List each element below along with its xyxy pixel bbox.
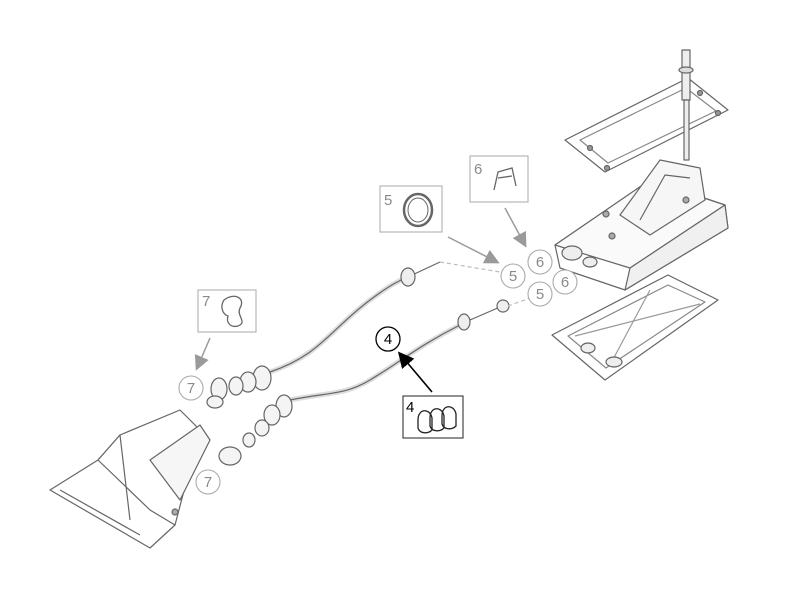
inset-box-4: 4 <box>402 395 464 439</box>
callout-label: 5 <box>536 286 544 303</box>
shifter-housing <box>554 159 729 291</box>
upper-cable-fitting <box>206 365 272 409</box>
arrow-5 <box>447 236 500 264</box>
callout-6-upper: 6 <box>527 249 553 275</box>
top-gasket-plate <box>564 77 729 173</box>
callout-4: 4 <box>375 326 401 352</box>
callout-label: 5 <box>509 268 517 285</box>
shift-lever <box>678 49 694 161</box>
callout-7-upper: 7 <box>178 375 204 401</box>
inset-box-7: 7 <box>197 289 257 333</box>
callout-label: 4 <box>406 399 414 416</box>
callout-label: 7 <box>204 474 212 491</box>
callout-label: 6 <box>474 161 482 178</box>
arrow-4 <box>397 351 433 393</box>
shifter-assembly <box>551 49 729 381</box>
callout-label: 4 <box>384 331 392 348</box>
callout-label: 5 <box>384 192 392 209</box>
bottom-gasket-plate <box>551 274 719 381</box>
shift-cables <box>206 261 531 466</box>
inset-box-5: 5 <box>379 185 443 233</box>
callout-label: 7 <box>187 380 195 397</box>
lower-cable-fitting <box>218 394 293 466</box>
arrow-7 <box>194 337 211 371</box>
lower-cable <box>289 322 462 403</box>
leader-arrows <box>194 207 527 393</box>
arrow-6 <box>504 207 527 248</box>
callout-label: 6 <box>536 254 544 271</box>
callout-6-lower: 6 <box>552 269 578 295</box>
callout-7-lower: 7 <box>195 469 221 495</box>
transmission-bracket <box>49 409 211 549</box>
callout-circles: 4 5 6 5 6 7 7 <box>178 249 578 495</box>
upper-cable <box>269 273 411 375</box>
inset-box-6: 6 <box>469 155 529 203</box>
callout-5-lower: 5 <box>527 281 553 307</box>
callout-label: 6 <box>561 274 569 291</box>
callout-5-upper: 5 <box>500 263 526 289</box>
callout-label: 7 <box>202 293 210 310</box>
